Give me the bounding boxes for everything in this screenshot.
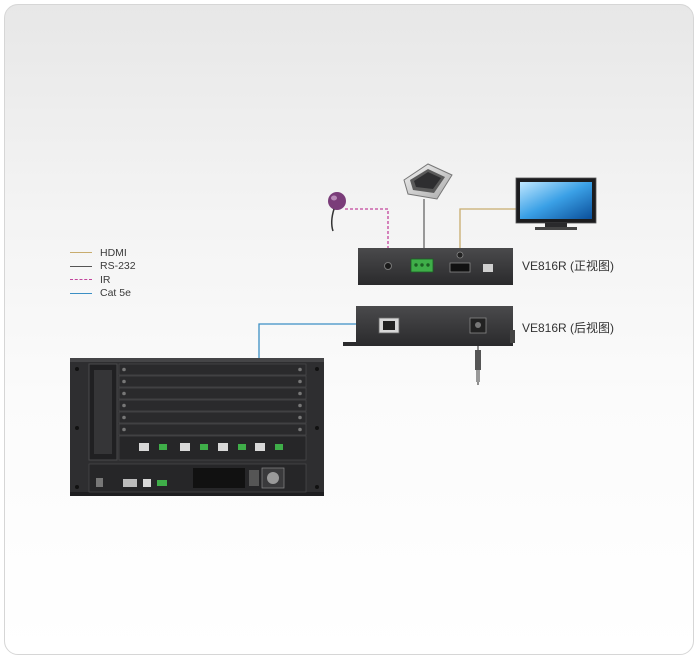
rear-view-label: VE816R (后视图)	[522, 321, 615, 335]
legend-swatch	[70, 279, 92, 281]
ir-cable	[345, 208, 389, 248]
chassis-card-slots	[118, 363, 307, 461]
matrix-chassis	[70, 358, 324, 496]
legend-item-ir: IR	[70, 273, 136, 287]
legend-item-hdmi: HDMI	[70, 246, 136, 260]
output-card-ports	[139, 443, 283, 451]
legend-label: RS-232	[100, 260, 136, 273]
ve816r-rear-device	[343, 306, 515, 382]
ir-receiver-icon	[328, 192, 346, 232]
touch-panel-icon	[403, 163, 453, 200]
legend-swatch	[70, 292, 92, 294]
legend-swatch	[70, 252, 92, 254]
diagram-frame	[4, 4, 694, 655]
legend-label: HDMI	[100, 246, 127, 259]
monitor-icon	[515, 177, 597, 230]
hdmi-cable	[459, 208, 516, 248]
legend-swatch	[70, 265, 92, 267]
front-view-label: VE816R (正视图)	[522, 259, 615, 273]
legend-item-rs232: RS-232	[70, 260, 136, 274]
cable-legend: HDMI RS-232 IR Cat 5e	[70, 246, 136, 300]
legend-label: Cat 5e	[100, 287, 131, 300]
legend-item-cat5e: Cat 5e	[70, 287, 136, 301]
ve816r-front-device	[358, 248, 513, 285]
legend-label: IR	[100, 273, 111, 286]
